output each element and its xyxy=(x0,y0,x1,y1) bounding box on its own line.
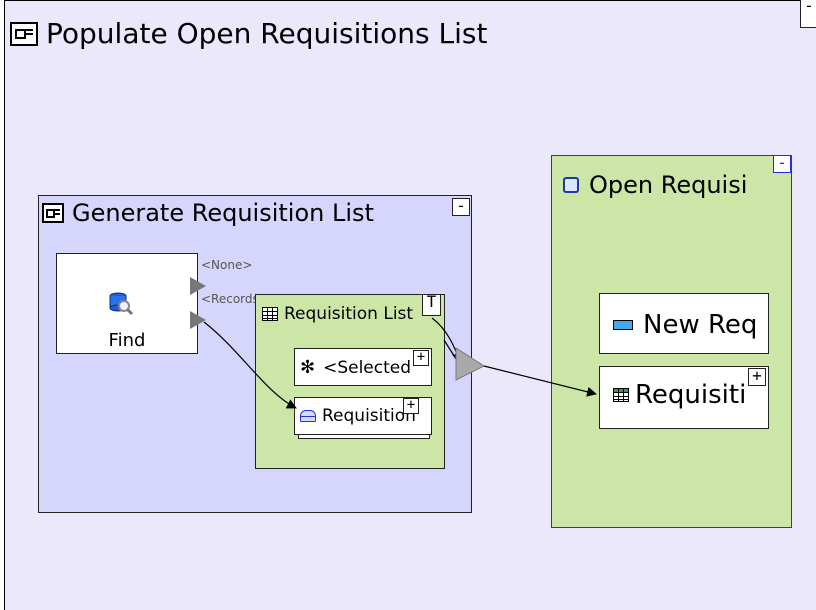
find-node[interactable]: Find xyxy=(56,253,198,354)
find-node-label: Find xyxy=(108,330,146,351)
requisition-stack-expand-button[interactable]: + xyxy=(403,398,419,414)
bus-icon xyxy=(300,410,316,422)
requisition-stack-label: Requisition xyxy=(300,406,428,426)
input-field-icon xyxy=(613,320,633,330)
requisition-output-text: Requisiti xyxy=(635,380,747,410)
frame-icon xyxy=(10,21,38,46)
requisition-list-title-text: Requisition List xyxy=(284,304,414,324)
selected-item-text: <Selected xyxy=(323,357,412,378)
requisition-output-label: Requisiti xyxy=(613,380,768,410)
selected-item-label: ✻ <Selected xyxy=(300,357,411,378)
outer-collapse-button[interactable]: - xyxy=(800,0,816,28)
bag-icon xyxy=(563,177,579,193)
generate-group-title-text: Generate Requisition List xyxy=(72,199,374,227)
outer-frame-title: Populate Open Requisitions List xyxy=(10,17,487,50)
selected-item-node[interactable] xyxy=(294,348,432,386)
open-panel-collapse-button[interactable]: - xyxy=(773,155,791,173)
find-none-port[interactable] xyxy=(190,277,206,295)
database-search-icon xyxy=(109,292,134,316)
port-records-label: <Records> xyxy=(201,292,269,306)
output-port-triangle[interactable] xyxy=(455,347,486,381)
asterisk-icon: ✻ xyxy=(300,357,316,378)
new-req-label: New Req xyxy=(613,310,768,340)
generate-group-title: Generate Requisition List xyxy=(42,199,374,227)
requisition-output-expand-button[interactable]: + xyxy=(748,368,766,386)
open-panel-title-text: Open Requisi xyxy=(589,171,748,199)
table-icon xyxy=(613,388,629,402)
frame-icon xyxy=(42,203,64,223)
output-to-requisition-connector[interactable] xyxy=(483,365,597,397)
new-req-text: New Req xyxy=(643,310,758,340)
open-panel-title: Open Requisi xyxy=(563,171,747,199)
find-records-port[interactable] xyxy=(190,311,206,329)
requisition-list-title: Requisition List xyxy=(262,304,413,324)
generate-group-collapse-button[interactable]: - xyxy=(452,198,470,216)
requisition-list-collapse-button[interactable]: T xyxy=(422,294,441,316)
records-to-requisition-connector[interactable] xyxy=(203,321,297,409)
table-icon xyxy=(262,307,278,321)
requisition-stack-text: Requisition xyxy=(322,406,416,426)
selected-item-expand-button[interactable]: + xyxy=(413,350,429,366)
port-none-label: <None> xyxy=(201,258,253,272)
outer-frame-title-text: Populate Open Requisitions List xyxy=(46,17,488,50)
